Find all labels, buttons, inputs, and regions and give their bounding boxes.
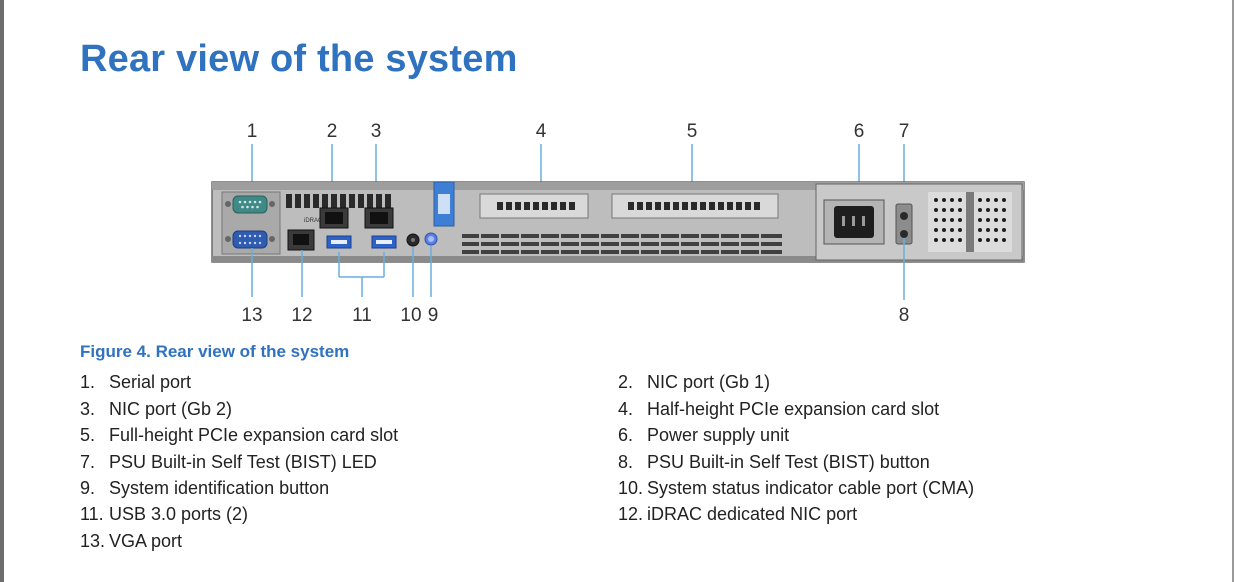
rear-view-figure: 1 2 3 4 5 6 7 [200,112,1030,337]
page-left-border [0,0,4,582]
psu-bist-led-icon [900,212,908,220]
lower-vent-grid [462,234,782,254]
callout-13: 13 [241,305,262,326]
callout-2: 2 [327,121,338,142]
callout-8: 8 [899,305,910,326]
figure-caption: Figure 4. Rear view of the system [80,342,350,361]
legend-item-8: 8.PSU Built-in Self Test (BIST) button [618,452,930,472]
callout-1: 1 [247,121,258,142]
callout-leaders-bottom [251,238,905,300]
legend-item-7: 7.PSU Built-in Self Test (BIST) LED [80,452,377,472]
page-title: Rear view of the system [80,38,518,80]
legend-item-9: 9.System identification button [80,478,330,498]
vent-slots [286,194,391,208]
page-right-border [1232,0,1234,582]
callout-4: 4 [536,121,547,142]
legend-item-6: 6.Power supply unit [618,425,790,445]
legend-item-3: 3.NIC port (Gb 2) [80,399,233,419]
legend-item-5: 5.Full-height PCIe expansion card slot [80,425,399,445]
callout-10: 10 [400,305,421,326]
legend-item-2: 2.NIC port (Gb 1) [618,372,771,392]
server-rear-illustration: 1 2 3 4 5 6 7 [211,121,1025,326]
legend-item-13: 13.VGA port [80,531,183,551]
callout-6: 6 [854,121,865,142]
vga-port-icon [232,230,268,249]
idrac-panel-label: iDRAC [304,218,323,224]
legend-item-12: 12.iDRAC dedicated NIC port [618,504,858,524]
callout-9: 9 [428,305,439,326]
callout-7: 7 [899,121,910,142]
legend-item-4: 4.Half-height PCIe expansion card slot [618,399,940,419]
callout-11: 11 [352,305,372,326]
serial-port-icon [232,195,268,214]
legend-item-1: 1.Serial port [80,372,192,392]
callout-3: 3 [371,121,382,142]
callout-5: 5 [687,121,698,142]
legend-item-11: 11.USB 3.0 ports (2) [80,504,249,524]
psu-bist-button-icon [900,230,908,238]
legend-item-10: 10.System status indicator cable port (C… [618,478,975,498]
callout-12: 12 [291,305,312,326]
